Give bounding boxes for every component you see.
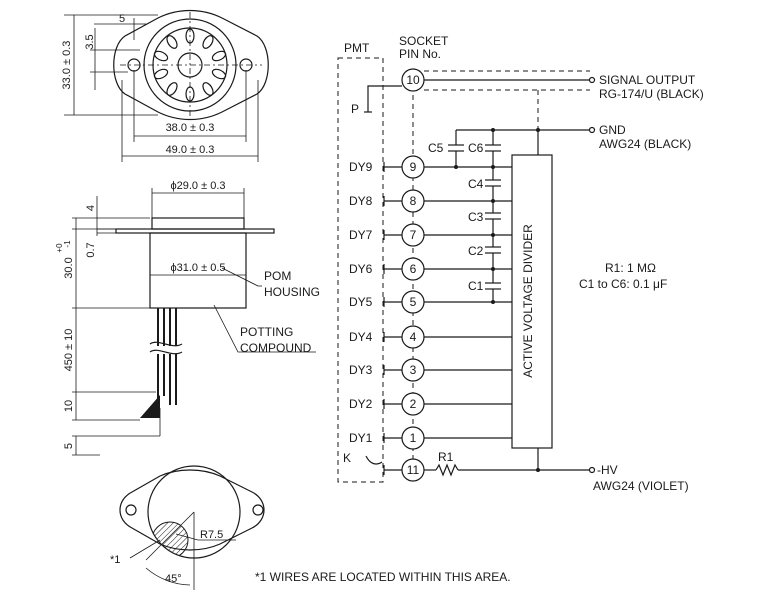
pin-number: 3 <box>410 363 417 377</box>
potting-label-2: COMPOUND <box>240 341 312 355</box>
bottom-flange-outline <box>119 469 265 551</box>
bottom-view: R7.5 *1 45° <box>110 465 265 590</box>
dynode-row-8: DY8 8 <box>349 189 512 213</box>
dim-top-38: 38.0 ± 0.3 <box>166 122 215 134</box>
schematic: PMT SOCKET PIN No. P SIGNAL OUTPUT RG-17… <box>337 34 704 493</box>
dim-bottom-45: 45° <box>165 573 182 585</box>
pin-number: 8 <box>410 194 417 208</box>
hv-cable-label: AWG24 (VIOLET) <box>593 479 689 493</box>
dynode-row-7: DY7 7 <box>349 223 512 247</box>
socket-label-2: PIN No. <box>399 47 441 61</box>
pmt-dashed-box <box>337 57 384 483</box>
side-flange-plate <box>115 228 275 234</box>
pin-10 <box>401 68 425 92</box>
pin-number: 6 <box>410 262 417 276</box>
pin-number: 4 <box>410 330 417 344</box>
cap-c6: C6 <box>468 141 484 155</box>
side-upper-block <box>151 217 245 230</box>
signal-cable-label: RG-174/U (BLACK) <box>599 87 704 101</box>
dim-side-0-7: 0.7 <box>85 242 97 257</box>
side-housing-body <box>149 232 247 309</box>
bottom-mount-hole-right <box>252 504 264 516</box>
pin-10-label: 10 <box>406 73 420 87</box>
dynode-label: DY6 <box>349 262 373 276</box>
dynode-label: DY5 <box>349 295 373 309</box>
dynode-label: DY9 <box>349 160 373 174</box>
dynode-row-1: DY1 1 <box>349 426 512 450</box>
dim-bottom-r7-5: R7.5 <box>200 529 223 541</box>
dynode-row-4: DY4 4 <box>349 325 512 349</box>
pom-label-2: HOUSING <box>264 285 320 299</box>
dim-side-29: ϕ29.0 ± 0.3 <box>170 180 225 192</box>
r1-label: R1 <box>438 450 454 464</box>
cathode-label: K <box>343 451 351 465</box>
pin-number: 9 <box>410 160 417 174</box>
gnd-label: GND <box>599 123 626 137</box>
dynode-row-2: DY2 2 <box>349 392 512 416</box>
dim-side-30-tol-dn: -1 <box>63 240 72 248</box>
cap-c1: C1 <box>468 279 484 293</box>
dynode-row-3: DY3 3 <box>349 358 512 382</box>
pin-number: 2 <box>410 397 417 411</box>
dim-side-5: 5 <box>63 443 75 449</box>
dim-side-30: 30.0 <box>63 257 75 278</box>
spec-r1: R1: 1 MΩ <box>605 261 656 275</box>
anode-label: P <box>351 102 359 116</box>
dynode-label: DY8 <box>349 194 373 208</box>
socket-label-1: SOCKET <box>399 34 449 48</box>
top-flange-outline <box>113 9 269 121</box>
dynode-label: DY2 <box>349 397 373 411</box>
pmt-label: PMT <box>344 41 370 55</box>
resistor-r1 <box>435 463 459 477</box>
dim-top-3-5: 3.5 <box>84 34 96 49</box>
bottom-footnote-ref: *1 <box>110 554 120 566</box>
pin-number: 1 <box>410 431 417 445</box>
cap-c4: C4 <box>468 177 484 191</box>
dynode-label: DY7 <box>349 228 373 242</box>
side-cables <box>140 308 183 436</box>
bottom-mount-hole-left <box>125 504 137 516</box>
dynode-row-5: DY5 5 <box>349 290 512 314</box>
signal-output-label: SIGNAL OUTPUT <box>599 73 696 87</box>
dim-top-49: 49.0 ± 0.3 <box>166 144 215 156</box>
cathode-symbol <box>365 455 383 465</box>
capacitor-ladder: C5 C6 C4 C3 C2 <box>428 130 501 302</box>
dynode-row-9: DY9 9 <box>349 155 512 179</box>
dim-top-5: 5 <box>119 13 125 25</box>
dynode-label: DY4 <box>349 330 373 344</box>
potting-label-1: POTTING <box>240 325 293 339</box>
cable-shield-end <box>140 395 160 418</box>
gnd-cable-label: AWG24 (BLACK) <box>599 137 691 151</box>
dim-top-33: 33.0 ± 0.3 <box>61 41 73 90</box>
top-view: 5 3.5 33.0 ± 0.3 38.0 ± 0.3 49.0 ± 0.3 <box>61 9 269 162</box>
pom-label-1: POM <box>264 269 291 283</box>
pin-11-label: 11 <box>407 463 420 477</box>
cap-c2: C2 <box>468 244 484 258</box>
dynode-row-6: DY6 6 <box>349 257 512 281</box>
dim-side-4: 4 <box>85 205 97 211</box>
dim-side-450: 450 ± 10 <box>63 329 75 372</box>
spec-caps: C1 to C6: 0.1 μF <box>579 277 667 291</box>
cap-c3: C3 <box>468 210 484 224</box>
cap-c5: C5 <box>428 141 444 155</box>
pin-number: 5 <box>410 295 417 309</box>
dim-side-10: 10 <box>63 400 75 412</box>
pin-number: 7 <box>410 228 417 242</box>
footnote: *1 WIRES ARE LOCATED WITHIN THIS AREA. <box>255 570 511 584</box>
dynode-label: DY3 <box>349 363 373 377</box>
hv-label: -HV <box>597 463 618 477</box>
dim-side-30-tol-up: +0 <box>55 243 64 253</box>
dynode-label: DY1 <box>349 431 373 445</box>
side-view: ϕ29.0 ± 0.3 ϕ31.0 ± 0.5 POM HOUSING POTT… <box>55 180 320 456</box>
dim-side-31: ϕ31.0 ± 0.5 <box>170 262 225 274</box>
divider-label: ACTIVE VOLTAGE DIVIDER <box>521 224 535 378</box>
